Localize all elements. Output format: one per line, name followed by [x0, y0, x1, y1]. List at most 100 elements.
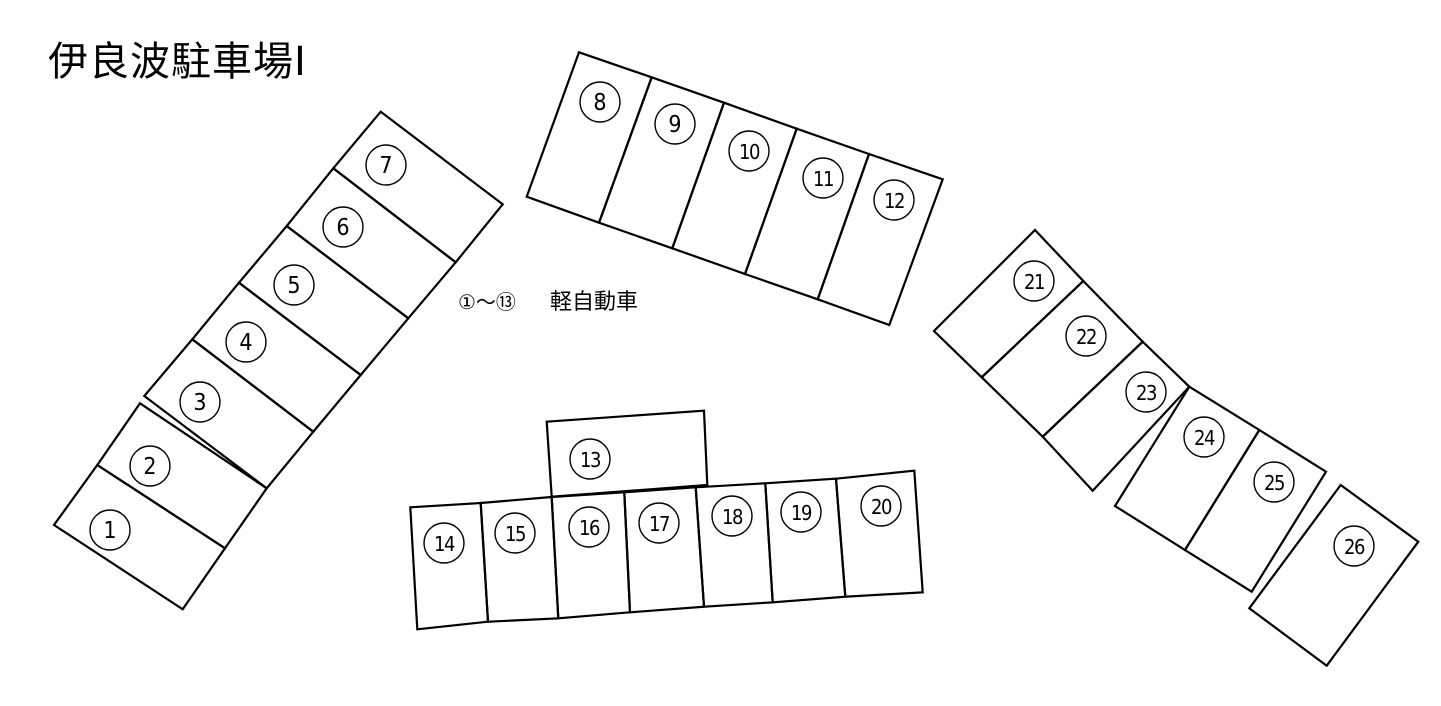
- slot-16-badge[interactable]: 16: [568, 506, 610, 548]
- number-circle-icon: [638, 502, 680, 544]
- slot-number: 1: [103, 518, 116, 544]
- slot-outline-6[interactable]: [285, 166, 458, 320]
- number-circle-icon: [365, 144, 407, 186]
- slot-14-badge[interactable]: 14: [423, 522, 465, 564]
- slot-20-badge[interactable]: 20: [860, 485, 902, 527]
- number-circle-icon: [179, 381, 221, 423]
- slot-number: 15: [505, 522, 525, 546]
- slot-number: 18: [722, 505, 743, 529]
- parking-lot-title: 伊良波駐車場Ⅰ: [48, 39, 307, 85]
- slot-number: 8: [593, 90, 606, 116]
- slot-number: 6: [336, 215, 349, 241]
- slot-26-badge[interactable]: 26: [1333, 525, 1375, 567]
- slot-8-badge[interactable]: 8: [579, 81, 621, 123]
- number-circle-icon: [1183, 416, 1225, 458]
- slot-outline-14[interactable]: [409, 501, 490, 631]
- slot-number: 24: [1194, 426, 1215, 450]
- slot-10-badge[interactable]: 10: [728, 130, 770, 172]
- number-circle-icon: [1013, 260, 1055, 302]
- number-circle-icon: [129, 445, 171, 487]
- number-circle-icon: [1125, 371, 1167, 413]
- slot-group-21-26: [932, 228, 1420, 668]
- number-circle-icon: [711, 495, 753, 537]
- slot-outline-25[interactable]: [1183, 428, 1328, 594]
- slot-2-badge[interactable]: 2: [129, 445, 171, 487]
- slot-number: 2: [143, 454, 156, 480]
- number-circle-icon: [1065, 315, 1107, 357]
- slot-number: 26: [1344, 535, 1365, 559]
- slot-number: 25: [1264, 471, 1284, 495]
- slot-4-badge[interactable]: 4: [225, 321, 267, 363]
- slot-number: 16: [579, 516, 600, 540]
- slot-number: 14: [434, 532, 455, 556]
- number-circle-icon: [423, 522, 465, 564]
- legend-description: 軽自動車: [549, 290, 638, 315]
- number-circle-icon: [494, 512, 536, 554]
- slot-19-badge[interactable]: 19: [780, 491, 822, 533]
- slot-number: 7: [379, 153, 392, 179]
- slot-number: 13: [580, 448, 601, 472]
- slot-3-badge[interactable]: 3: [179, 381, 221, 423]
- slot-5-badge[interactable]: 5: [273, 264, 315, 306]
- slot-outline-26[interactable]: [1247, 483, 1420, 668]
- slot-17-badge[interactable]: 17: [638, 502, 680, 544]
- slot-13-badge[interactable]: 13: [569, 438, 611, 480]
- slot-15-badge[interactable]: 15: [494, 512, 536, 554]
- slot-number: 9: [668, 112, 681, 138]
- number-circle-icon: [802, 157, 844, 199]
- legend: ①〜⑬ 軽自動車: [458, 287, 638, 318]
- slot-23-badge[interactable]: 23: [1125, 371, 1167, 413]
- number-circle-icon: [579, 81, 621, 123]
- slot-outline-8[interactable]: [525, 50, 654, 225]
- slot-25-badge[interactable]: 25: [1253, 461, 1295, 503]
- number-circle-icon: [873, 179, 915, 221]
- slot-number: 20: [871, 495, 892, 519]
- number-circle-icon: [568, 506, 610, 548]
- slot-21-badge[interactable]: 21: [1013, 260, 1055, 302]
- slot-number: 22: [1076, 325, 1096, 349]
- slot-7-badge[interactable]: 7: [365, 144, 407, 186]
- number-circle-icon: [728, 130, 770, 172]
- number-circle-icon: [654, 103, 696, 145]
- number-circle-icon: [860, 485, 902, 527]
- slot-number: 10: [739, 140, 760, 164]
- number-circle-icon: [569, 438, 611, 480]
- slot-12-badge[interactable]: 12: [873, 179, 915, 221]
- slot-group-13-20: [409, 409, 924, 631]
- number-circle-icon: [273, 264, 315, 306]
- slot-group-8-12: [525, 50, 945, 327]
- slot-number: 21: [1024, 270, 1044, 294]
- slot-22-badge[interactable]: 22: [1065, 315, 1107, 357]
- legend-slot-range: ①〜⑬: [458, 290, 516, 314]
- slot-outline-1[interactable]: [52, 463, 227, 611]
- slot-group-1-7: [52, 110, 505, 611]
- slot-number: 5: [287, 273, 300, 299]
- slot-1-badge[interactable]: 1: [89, 509, 131, 551]
- number-circle-icon: [1253, 461, 1295, 503]
- slot-number: 4: [239, 330, 252, 356]
- slot-24-badge[interactable]: 24: [1183, 416, 1225, 458]
- slot-number: 12: [884, 189, 904, 213]
- slot-18-badge[interactable]: 18: [711, 495, 753, 537]
- slot-number: 17: [649, 512, 669, 536]
- slot-6-badge[interactable]: 6: [322, 206, 364, 248]
- number-circle-icon: [1333, 525, 1375, 567]
- slot-number: 11: [813, 167, 833, 191]
- slot-11-badge[interactable]: 11: [802, 157, 844, 199]
- number-circle-icon: [780, 491, 822, 533]
- slot-number: 3: [193, 390, 206, 416]
- slot-outline-5[interactable]: [237, 224, 410, 377]
- number-circle-icon: [322, 206, 364, 248]
- number-circle-icon: [89, 509, 131, 551]
- slot-outline-12[interactable]: [816, 152, 945, 327]
- slot-outline-20[interactable]: [834, 469, 924, 598]
- slot-number: 19: [791, 501, 812, 525]
- number-circle-icon: [225, 321, 267, 363]
- slot-outline-24[interactable]: [1113, 385, 1261, 552]
- slot-outline-13[interactable]: [545, 409, 709, 498]
- slot-9-badge[interactable]: 9: [654, 103, 696, 145]
- slot-outline-23[interactable]: [1041, 340, 1191, 493]
- slot-outline-22[interactable]: [980, 279, 1145, 439]
